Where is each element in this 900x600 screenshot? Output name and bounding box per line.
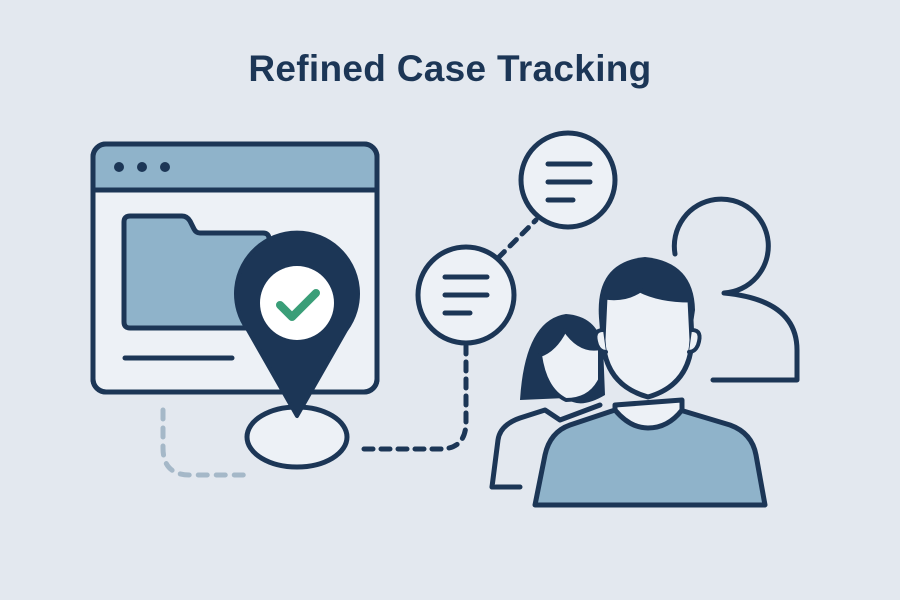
muted-dashed-connector (160, 407, 248, 478)
dashed-connector (495, 217, 539, 261)
chat-bubble-icon (518, 130, 618, 230)
folder-icon (121, 213, 272, 331)
location-pin-icon (234, 230, 360, 418)
page-title: Refined Case Tracking (248, 48, 652, 89)
people-group-icon (489, 196, 800, 508)
man-figure (532, 257, 768, 508)
background-person (671, 196, 800, 383)
check-icon (276, 289, 320, 321)
chat-bubble-icon (415, 244, 517, 346)
dashed-connector (361, 343, 469, 452)
